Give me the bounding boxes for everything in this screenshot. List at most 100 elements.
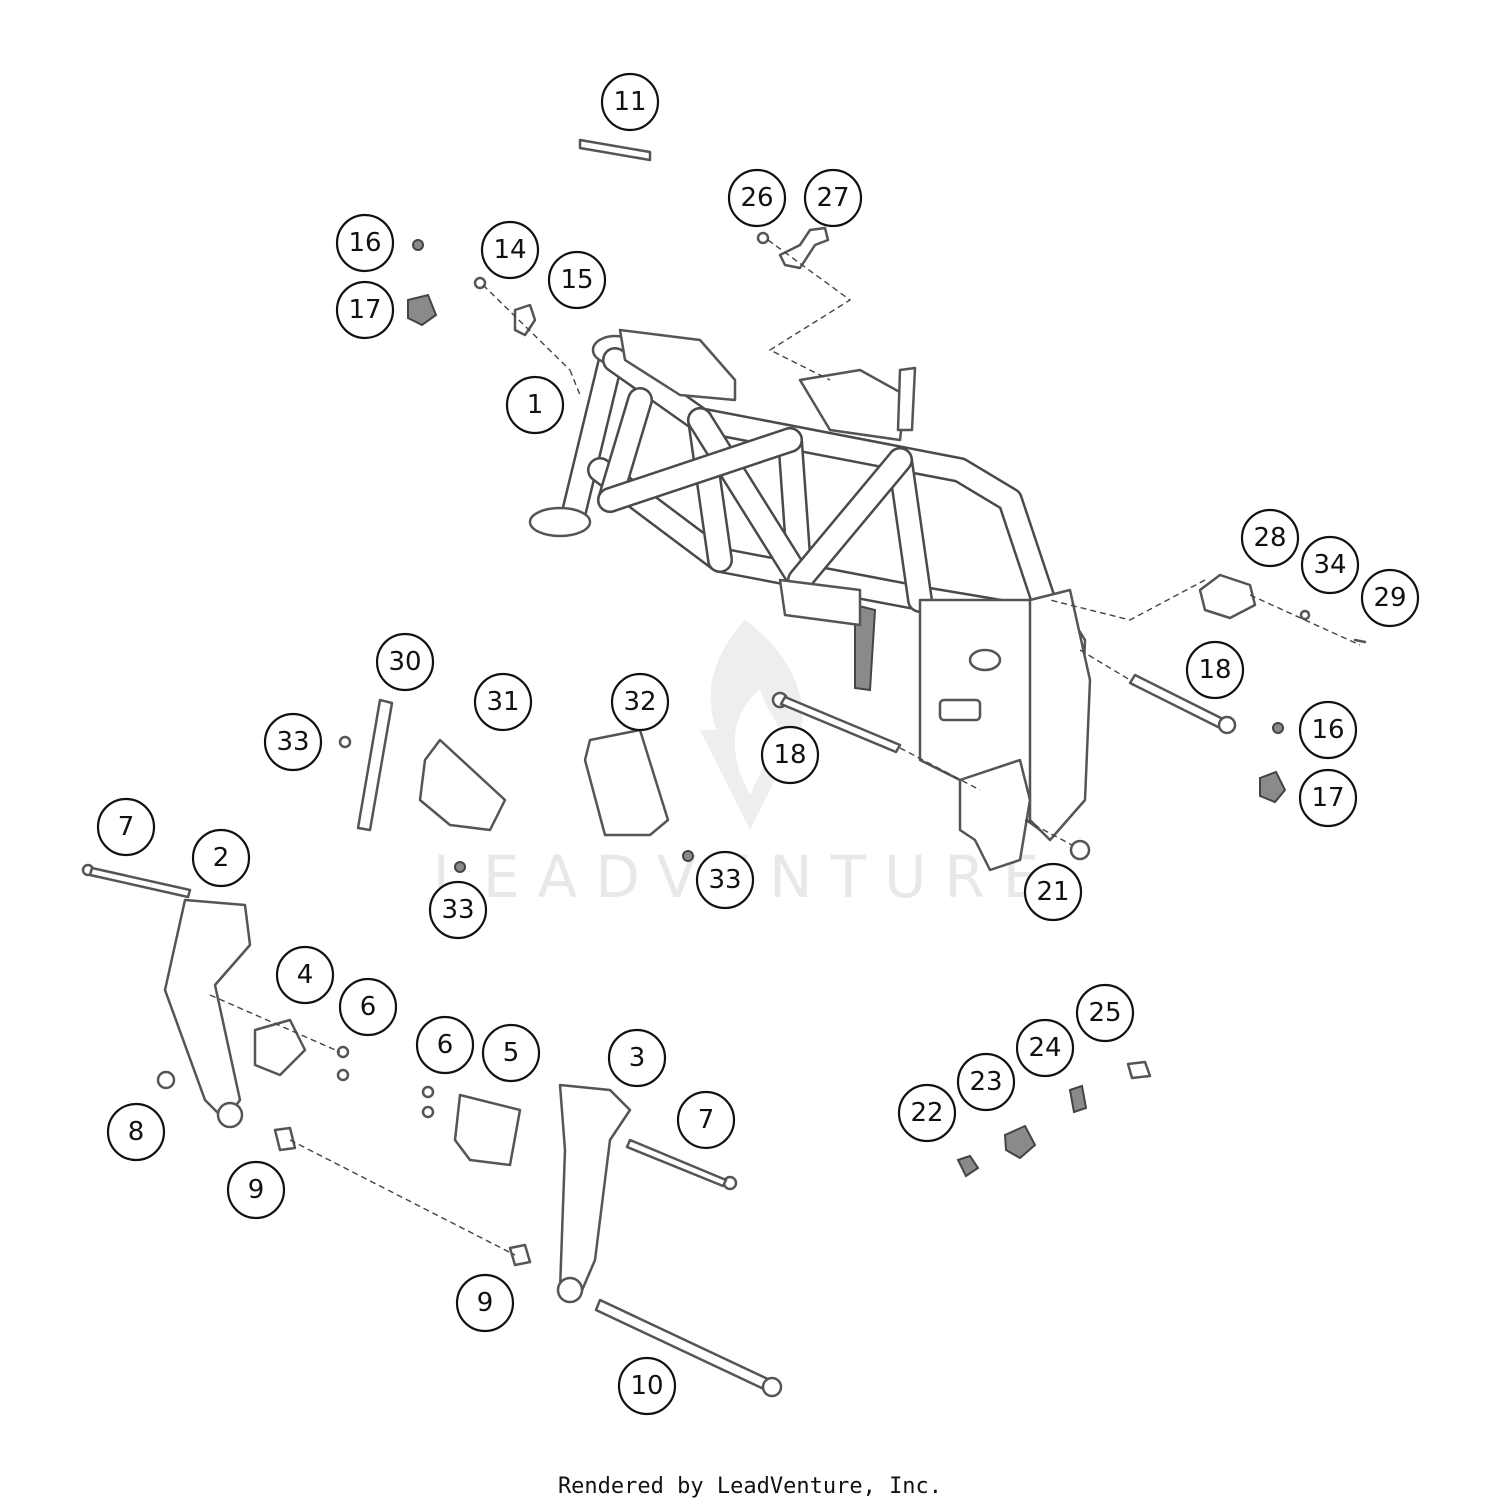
callout-7[interactable]: 7 [96,797,156,857]
part-9-bushing-right[interactable] [508,1243,532,1267]
callout-28[interactable]: 28 [1240,508,1300,568]
callout-label: 30 [388,647,421,677]
rendered-by-footer: Rendered by LeadVenture, Inc. [557,1474,943,1499]
part-14-15-clamp[interactable] [473,276,537,337]
callout-4[interactable]: 4 [275,945,335,1005]
callout-label: 16 [1311,715,1344,745]
callout-label: 18 [773,740,806,770]
part-25-washer[interactable] [1126,1060,1152,1080]
part-33-screw-a[interactable] [338,735,352,749]
callout-label: 29 [1373,583,1406,613]
callout-33[interactable]: 33 [428,880,488,940]
callout-label: 27 [816,183,849,213]
callout-18[interactable]: 18 [760,725,820,785]
callout-label: 8 [128,1117,145,1147]
callout-8[interactable]: 8 [106,1102,166,1162]
part-21-bolt[interactable] [1069,839,1091,861]
part-30-strip[interactable] [356,698,394,832]
callout-33[interactable]: 33 [695,850,755,910]
part-23-grommet[interactable] [1003,1124,1037,1160]
callout-label: 6 [360,992,377,1022]
callout-label: 11 [613,87,646,117]
part-2-left-bracket[interactable] [163,898,252,1129]
part-17-grommet-top[interactable] [407,293,438,327]
callout-label: 7 [118,812,135,842]
part-18-bolt-center[interactable] [771,691,902,754]
part-32-cover[interactable] [583,728,670,837]
callout-9[interactable]: 9 [226,1160,286,1220]
part-17-grommet-right[interactable] [1259,770,1287,804]
callout-24[interactable]: 24 [1015,1018,1075,1078]
part-9-bushing-left[interactable] [273,1126,297,1152]
callout-6[interactable]: 6 [338,977,398,1037]
callout-25[interactable]: 25 [1075,983,1135,1043]
part-18-bolt-right[interactable] [1128,673,1237,735]
callout-10[interactable]: 10 [617,1356,677,1416]
callout-16[interactable]: 16 [335,213,395,273]
callout-14[interactable]: 14 [480,220,540,280]
callout-label: 34 [1313,550,1346,580]
callout-label: 5 [503,1038,520,1068]
callout-label: 4 [297,960,314,990]
callout-23[interactable]: 23 [956,1052,1016,1112]
callout-9[interactable]: 9 [455,1273,515,1333]
callout-label: 16 [348,228,381,258]
part-24-spacer[interactable] [1068,1084,1088,1114]
part-10-long-bolt[interactable] [594,1298,783,1398]
part-6-right-screws[interactable] [421,1085,435,1119]
part-33-screw-c[interactable] [682,850,694,862]
steering-head [528,334,639,538]
part-16-nut-right[interactable] [1272,722,1284,734]
callout-22[interactable]: 22 [897,1083,957,1143]
part-3-right-bracket[interactable] [556,1083,632,1304]
callout-18[interactable]: 18 [1185,640,1245,700]
part-26-27-bracket[interactable] [756,226,830,270]
part-33-screw-b[interactable] [454,861,466,873]
callout-17[interactable]: 17 [1298,768,1358,828]
part-31-cover[interactable] [418,738,507,832]
part-28-34-clamp[interactable] [1198,573,1367,644]
callout-label: 25 [1088,998,1121,1028]
callout-27[interactable]: 27 [803,168,863,228]
callout-label: 1 [527,390,544,420]
callout-7[interactable]: 7 [676,1090,736,1150]
callout-34[interactable]: 34 [1300,535,1360,595]
callout-33[interactable]: 33 [263,712,323,772]
main-frame-part[interactable] [528,328,1092,872]
part-16-nut-top[interactable] [412,239,424,251]
part-11-bar[interactable] [578,138,652,162]
part-5-right-footpeg[interactable] [453,1093,522,1167]
callout-label: 17 [348,295,381,325]
callout-5[interactable]: 5 [481,1023,541,1083]
part-7-bolt-right[interactable] [625,1138,738,1191]
part-6-left-screws[interactable] [336,1045,350,1082]
callout-30[interactable]: 30 [375,632,435,692]
callout-label: 23 [969,1067,1002,1097]
callout-label: 6 [437,1030,454,1060]
leadventure-flame-logo [700,620,803,830]
callout-26[interactable]: 26 [727,168,787,228]
callout-1[interactable]: 1 [505,375,565,435]
callout-label: 32 [623,687,656,717]
callout-label: 9 [248,1175,265,1205]
callout-31[interactable]: 31 [473,672,533,732]
callout-2[interactable]: 2 [191,828,251,888]
callout-15[interactable]: 15 [547,250,607,310]
callout-17[interactable]: 17 [335,280,395,340]
callout-16[interactable]: 16 [1298,700,1358,760]
part-22-nut[interactable] [956,1154,980,1178]
callout-11[interactable]: 11 [600,72,660,132]
callout-21[interactable]: 21 [1023,862,1083,922]
part-8-bushing[interactable] [156,1070,176,1090]
callout-label: 33 [441,895,474,925]
callout-label: 2 [213,843,230,873]
callout-29[interactable]: 29 [1360,568,1420,628]
part-4-left-footpeg[interactable] [253,1018,307,1077]
callout-label: 33 [276,727,309,757]
part-7-bolt-left[interactable] [81,863,192,899]
callout-label: 21 [1036,877,1069,907]
callout-3[interactable]: 3 [607,1028,667,1088]
callout-6[interactable]: 6 [415,1015,475,1075]
callout-32[interactable]: 32 [610,672,670,732]
